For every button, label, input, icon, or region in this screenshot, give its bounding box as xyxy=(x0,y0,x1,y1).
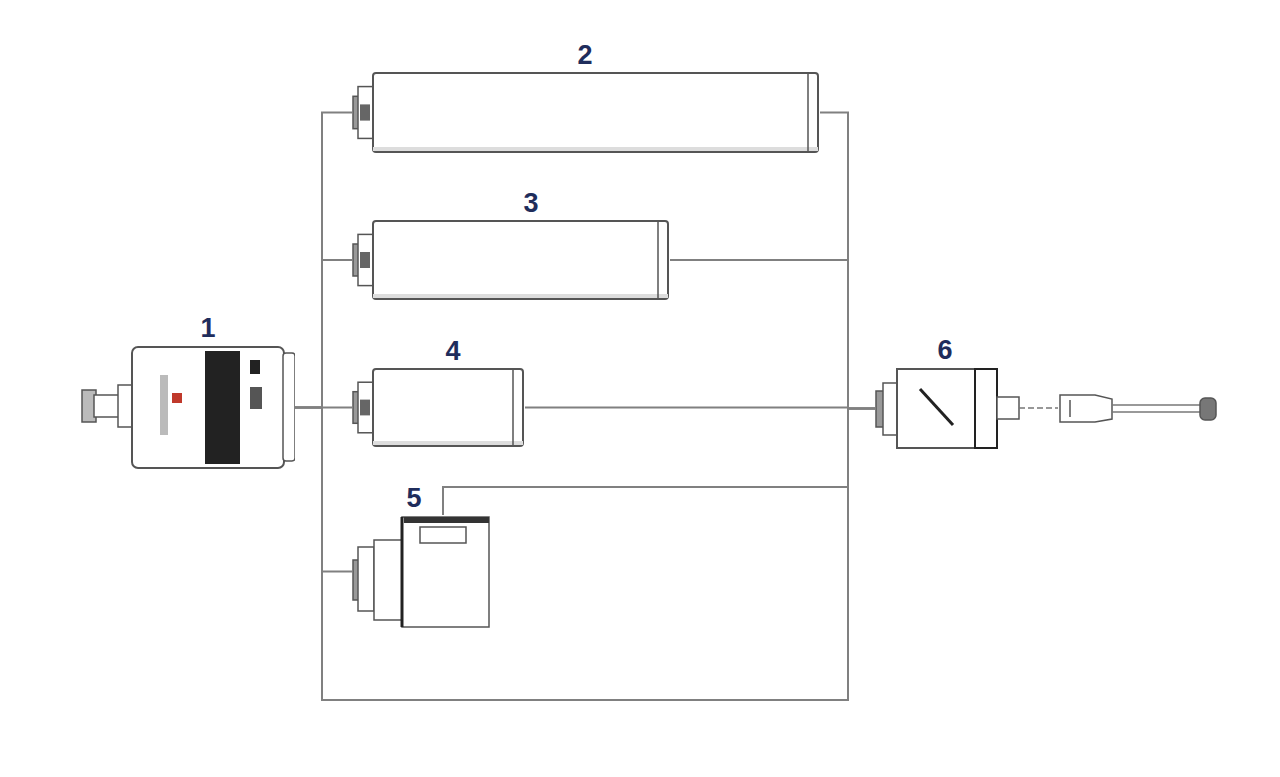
connector-wire xyxy=(670,260,875,409)
device-illustration xyxy=(352,368,525,447)
device-part: 5 xyxy=(352,483,490,628)
connector-wire xyxy=(295,260,352,408)
device-illustration xyxy=(352,72,820,153)
device-illustration xyxy=(352,220,670,300)
callout-number: 3 xyxy=(523,188,538,218)
callout-number: 2 xyxy=(577,40,592,70)
device-part: 2 xyxy=(352,40,820,153)
callout-number: 5 xyxy=(406,483,421,513)
device-part: 3 xyxy=(352,188,670,300)
bus-wire xyxy=(322,487,848,700)
callout-number: 6 xyxy=(937,335,952,365)
device-illustration xyxy=(352,515,490,628)
device-illustration xyxy=(80,345,295,470)
device-illustration xyxy=(875,367,1220,450)
callout-number: 4 xyxy=(445,336,460,366)
connector-wire xyxy=(295,408,352,572)
connector-wire xyxy=(525,408,875,409)
device-part: 4 xyxy=(352,336,525,447)
callout-number: 1 xyxy=(200,313,215,343)
device-part: 1 xyxy=(80,313,295,470)
device-part: 6 xyxy=(875,335,1220,450)
connector-wire xyxy=(295,113,352,408)
